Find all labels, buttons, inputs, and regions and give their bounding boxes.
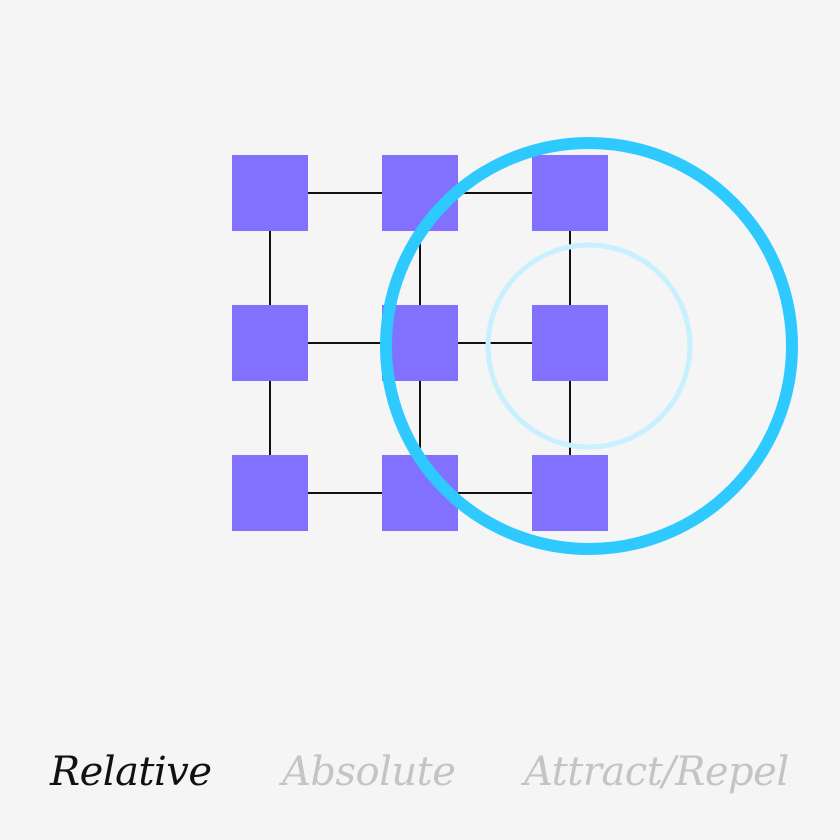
- grid-node[interactable]: [232, 455, 308, 531]
- mode-absolute[interactable]: Absolute: [282, 749, 456, 795]
- mode-attract-repel[interactable]: Attract/Repel: [524, 749, 789, 795]
- grid-node[interactable]: [382, 305, 458, 381]
- mode-selector: Relative Absolute Attract/Repel: [0, 740, 840, 804]
- grid-node[interactable]: [232, 155, 308, 231]
- grid-node[interactable]: [232, 305, 308, 381]
- grid-node[interactable]: [532, 455, 608, 531]
- grid-node[interactable]: [532, 155, 608, 231]
- cursor-inner-ring: [485, 242, 693, 450]
- grid-node[interactable]: [382, 155, 458, 231]
- mode-relative[interactable]: Relative: [50, 749, 212, 795]
- node-layer: [232, 155, 608, 531]
- grid-node[interactable]: [532, 305, 608, 381]
- cursor-outer-ring[interactable]: [380, 137, 798, 555]
